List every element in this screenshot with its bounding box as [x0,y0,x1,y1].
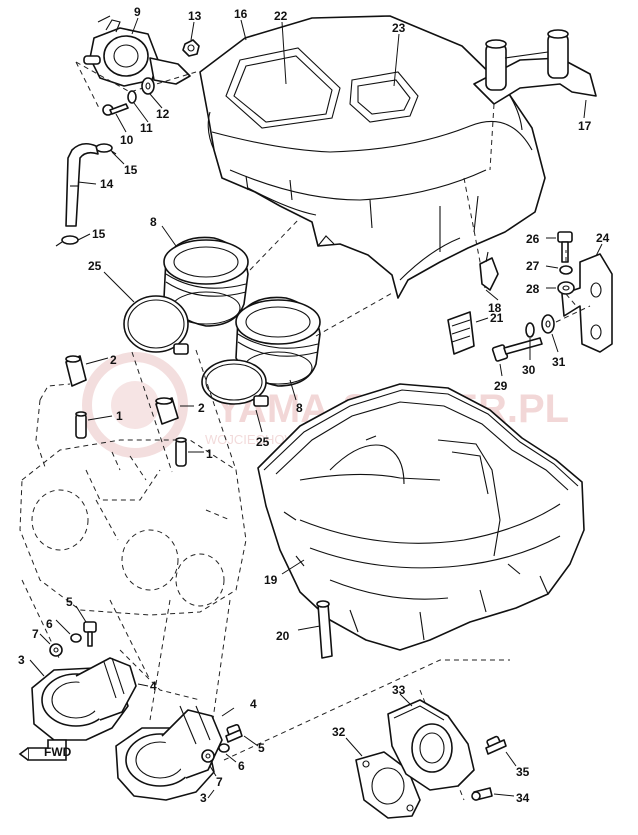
washer-7-upper [49,643,63,657]
callout-6-upper: 6 [46,617,53,631]
callout-8-left: 8 [150,215,157,229]
callout-16: 16 [234,7,248,21]
screw-34 [471,787,493,801]
fwd-arrow-icon: FWD [18,739,72,761]
callout-11: 11 [140,121,153,135]
air-filter-case [257,383,585,651]
callout-34: 34 [516,791,530,805]
callout-15-lower: 15 [92,227,106,241]
callout-35: 35 [516,765,530,779]
callout-10: 10 [120,133,134,147]
callout-1-right: 1 [206,447,213,461]
callout-28: 28 [526,282,540,296]
washer-11 [127,90,137,104]
callout-18: 18 [488,301,502,315]
cap-33 [387,699,475,791]
grommet-31 [541,314,555,334]
clamp-25-right [201,359,269,407]
cap-2-right [155,397,179,425]
drain-hose-20 [316,600,333,659]
washer-27 [559,265,573,275]
callout-29: 29 [494,379,508,393]
callout-30: 30 [522,363,536,377]
callout-3-upper: 3 [18,653,25,667]
callout-25-right: 25 [256,435,270,449]
callout-24: 24 [596,231,610,245]
intake-manifold-upper [31,657,137,741]
bolt-5-upper [83,621,97,647]
callout-7-upper: 7 [32,627,39,641]
air-filter-case-cover [199,15,546,299]
callout-6-lower: 6 [238,759,245,773]
clip-18 [479,251,499,291]
plug-1-left [75,411,87,439]
callout-5-lower: 5 [258,741,265,755]
bolt-26 [557,231,573,263]
bolt-35 [485,735,507,755]
carburetor-assembly [19,383,247,616]
hose-14 [65,142,99,227]
callout-5-upper: 5 [66,595,73,609]
washer-6-lower [218,743,230,753]
callout-12: 12 [156,107,170,121]
cap-2-left [65,355,87,387]
callout-25-left: 25 [88,259,102,273]
clamp-25-left [123,295,189,355]
callout-1-left: 1 [116,409,123,423]
callout-14: 14 [100,177,114,191]
air-cut-valve-assembly [83,15,191,87]
spring-clip-21 [447,311,475,355]
callout-15-upper: 15 [124,163,138,177]
clip-15-upper [95,143,117,155]
callout-7-lower: 7 [216,775,223,789]
bolt-5-lower [225,724,243,743]
callout-31: 31 [552,355,566,369]
bolt-29 [491,337,543,362]
callout-13: 13 [188,9,202,23]
breather-bracket [473,29,597,105]
washer-30 [525,322,535,338]
callout-9: 9 [134,5,141,19]
screw-10 [102,103,129,116]
grommet-12 [141,77,155,95]
callout-33: 33 [392,683,406,697]
callout-3-lower: 3 [200,791,207,805]
callout-20: 20 [276,629,290,643]
carburetor-joint-8-right [235,296,321,387]
clip-15-lower [55,235,79,247]
callout-17: 17 [578,119,592,133]
callout-2-right: 2 [198,401,205,415]
callout-2-left: 2 [110,353,117,367]
callout-22: 22 [274,9,288,23]
callout-19: 19 [264,573,278,587]
callout-26: 26 [526,232,540,246]
callout-4-upper: 4 [150,679,157,693]
nut-13 [182,39,200,57]
callout-4-lower: 4 [250,697,257,711]
plug-1-right [175,437,187,467]
callout-numbers: 9 13 16 22 23 17 10 11 12 15 14 15 8 25 … [18,5,610,805]
callout-8-right: 8 [296,401,303,415]
callout-21: 21 [490,311,504,325]
grommet-28 [557,281,575,295]
washer-6-upper [70,633,82,643]
intake-manifold-lower [115,705,223,801]
callout-27: 27 [526,259,540,273]
callout-32: 32 [332,725,346,739]
fwd-label: FWD [44,745,72,759]
callout-23: 23 [392,21,406,35]
washer-7-lower [201,749,215,763]
